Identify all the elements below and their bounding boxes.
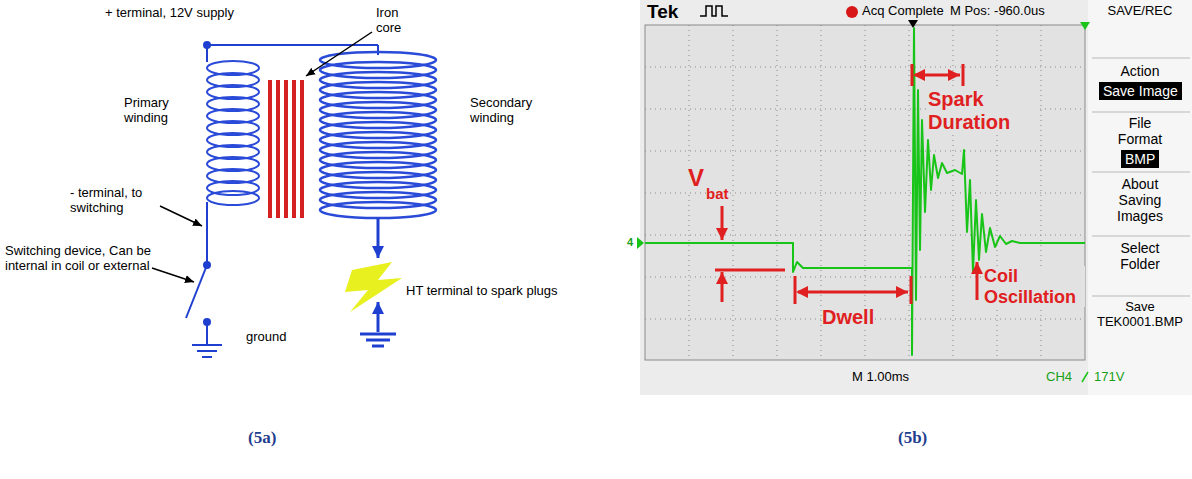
junction-dot [203, 261, 211, 269]
channel-label: CH4 [1046, 370, 1072, 385]
scope-brand: Tek [647, 1, 678, 23]
level-marker [1080, 22, 1090, 30]
part-label: Iron core [376, 6, 422, 36]
scope-status: M Pos: -960.0us [950, 4, 1045, 19]
menu-option: Save Image [1103, 83, 1178, 99]
scope-grid [645, 25, 1085, 360]
channel-marker [637, 237, 644, 249]
slope-icon [1082, 372, 1088, 382]
primary-coil [207, 61, 259, 205]
menu-item: Save TEK0001.BMP [1090, 300, 1190, 330]
terminal-label: HT terminal to spark plugs [406, 284, 558, 299]
acq-dot [846, 6, 858, 18]
menu-option: BMP [1125, 151, 1155, 167]
menu-item: File Format [1105, 115, 1175, 147]
ground-symbol [192, 345, 222, 357]
annotation-label: Coil Oscillation [984, 266, 1085, 307]
leader-lines [152, 32, 372, 282]
annotation-label: V [688, 164, 704, 192]
menu-title: SAVE/REC [1090, 4, 1190, 19]
waveform-trace [645, 28, 1085, 355]
figure-caption: (5b) [898, 428, 927, 448]
annotation-label: Spark Duration [928, 88, 1038, 134]
menu-item: About Saving Images [1105, 176, 1175, 224]
trigger-level-label: 171V [1094, 370, 1124, 385]
menu-panel [1088, 0, 1192, 395]
wiring [186, 45, 378, 345]
junction-dot [203, 41, 211, 49]
plug-ground-lead [377, 302, 380, 332]
channel-marker-label: 4 [627, 236, 633, 249]
ground-symbol [360, 334, 396, 346]
menu-separators [1092, 58, 1190, 296]
menu-highlight-box: BMP [1121, 150, 1159, 168]
iron-core [268, 80, 304, 218]
scope-frame [640, 0, 1192, 395]
figure-caption: (5a) [248, 428, 276, 448]
annotation-label: bat [706, 185, 729, 202]
part-label: Primary winding [124, 96, 196, 126]
terminal-label: - terminal, to switching [70, 186, 160, 216]
terminal-label: + terminal, 12V supply [105, 6, 234, 21]
annotation-label: Dwell [822, 306, 874, 329]
spark-symbol [345, 262, 402, 312]
part-label: Switching device, Can be internal in coi… [5, 244, 155, 274]
menu-item: Select Folder [1105, 240, 1175, 272]
menu-item: Action [1090, 63, 1190, 79]
secondary-coil [320, 52, 436, 218]
timebase-label: M 1.00ms [852, 370, 909, 385]
scope-status: Acq Complete [862, 4, 944, 19]
ground-label: ground [246, 330, 286, 345]
trigger-icon [700, 6, 728, 16]
part-label: Secondary winding [470, 96, 550, 126]
menu-highlight-box: Save Image [1099, 82, 1182, 100]
trigger-marker [908, 20, 918, 28]
ht-lead [377, 218, 380, 258]
scope-screen [645, 25, 1085, 360]
junction-dot [203, 318, 211, 326]
